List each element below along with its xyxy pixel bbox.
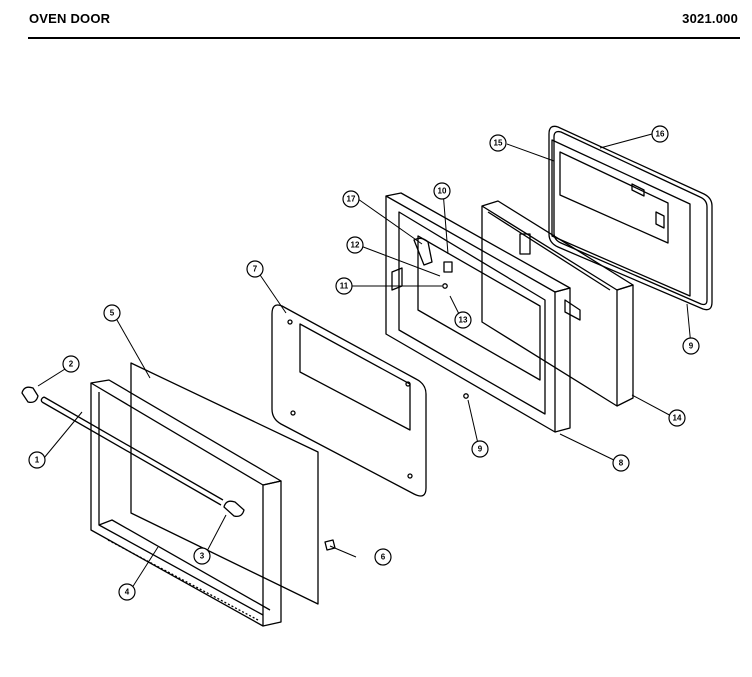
callout-16: 16 [651, 125, 669, 143]
svg-text:15: 15 [494, 139, 503, 148]
svg-text:3: 3 [200, 552, 205, 561]
clip-part [324, 539, 336, 551]
callout-7: 7 [246, 260, 264, 278]
callout-9b: 9 [682, 337, 700, 355]
handle-end-left-part [21, 386, 39, 404]
callout-6: 6 [374, 548, 392, 566]
callout-1: 1 [28, 451, 46, 469]
callout-8: 8 [612, 454, 630, 472]
svg-text:13: 13 [459, 316, 468, 325]
callout-9a: 9 [471, 440, 489, 458]
svg-text:12: 12 [351, 241, 360, 250]
inner-door-liner-part [551, 139, 691, 297]
diagram-title: OVEN DOOR [29, 11, 111, 26]
callout-3: 3 [193, 547, 211, 565]
svg-text:2: 2 [69, 360, 74, 369]
insulation-box-part [481, 200, 634, 407]
callout-14: 14 [668, 409, 686, 427]
callout-10: 10 [433, 182, 451, 200]
callout-13: 13 [454, 311, 472, 329]
callout-11: 11 [335, 277, 353, 295]
callout-12: 12 [346, 236, 364, 254]
gasket-part [548, 125, 713, 311]
outer-door-frame-part [90, 379, 282, 627]
svg-text:14: 14 [673, 414, 682, 423]
callout-17: 17 [342, 190, 360, 208]
callout-2: 2 [62, 355, 80, 373]
diagram-code: 3021.000 [682, 11, 738, 26]
handle-end-right-part [223, 500, 245, 518]
svg-text:16: 16 [656, 130, 665, 139]
svg-text:10: 10 [438, 187, 447, 196]
svg-text:1: 1 [35, 456, 40, 465]
svg-text:7: 7 [253, 265, 258, 274]
header-rule [28, 37, 740, 39]
outer-glass-part [130, 362, 319, 605]
leader-lines [37, 133, 692, 592]
callout-15: 15 [489, 134, 507, 152]
callout-4: 4 [118, 583, 136, 601]
svg-text:11: 11 [340, 282, 349, 291]
inner-glass-panel-part [271, 304, 427, 497]
svg-text:4: 4 [125, 588, 130, 597]
svg-text:5: 5 [110, 309, 115, 318]
svg-text:9: 9 [478, 445, 483, 454]
door-frame-part [385, 192, 571, 433]
callout-5: 5 [103, 304, 121, 322]
handle-bar-part [40, 396, 224, 506]
svg-text:17: 17 [347, 195, 356, 204]
svg-text:8: 8 [619, 459, 624, 468]
hinge-hardware-part [413, 237, 469, 399]
svg-text:9: 9 [689, 342, 694, 351]
svg-text:6: 6 [381, 553, 386, 562]
